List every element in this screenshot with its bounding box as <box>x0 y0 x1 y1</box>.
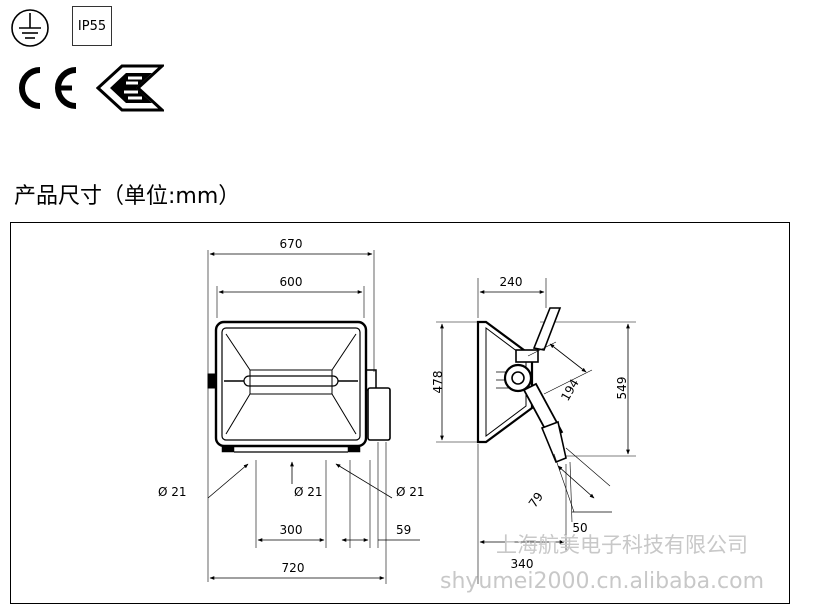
side-view <box>436 278 636 584</box>
dim-side-height: 478 <box>431 371 445 394</box>
dim-hole-left: Ø 21 <box>158 485 187 499</box>
dim-bracket-offset: 79 <box>526 490 546 511</box>
dim-side-total-height: 549 <box>615 377 629 400</box>
dim-offset-right: 59 <box>396 523 411 537</box>
dim-front-inner-width: 600 <box>280 275 303 289</box>
dimension-drawing: 670 600 Ø 21 Ø 21 Ø 21 300 59 720 <box>158 237 636 584</box>
dim-front-overall-width: 670 <box>280 237 303 251</box>
dim-bracket-end: 50 <box>572 521 587 535</box>
dim-bracket-length: 194 <box>558 377 582 404</box>
ce-mark-icon <box>19 67 77 109</box>
dim-side-depth: 240 <box>500 275 523 289</box>
ip-rating-label: IP55 <box>77 18 107 34</box>
ip-rating-badge: IP55 <box>72 6 112 46</box>
enec-mark-icon <box>96 64 164 112</box>
dim-hole-center: Ø 21 <box>294 485 323 499</box>
front-view <box>207 250 420 584</box>
dim-side-base: 340 <box>511 557 534 571</box>
section-title: 产品尺寸（单位:mm） <box>14 184 241 209</box>
dim-hole-right: Ø 21 <box>396 485 425 499</box>
dim-hole-spacing: 300 <box>280 523 303 537</box>
drawing-frame <box>10 222 790 604</box>
earth-ground-icon <box>11 9 49 47</box>
dim-base-width: 720 <box>282 561 305 575</box>
